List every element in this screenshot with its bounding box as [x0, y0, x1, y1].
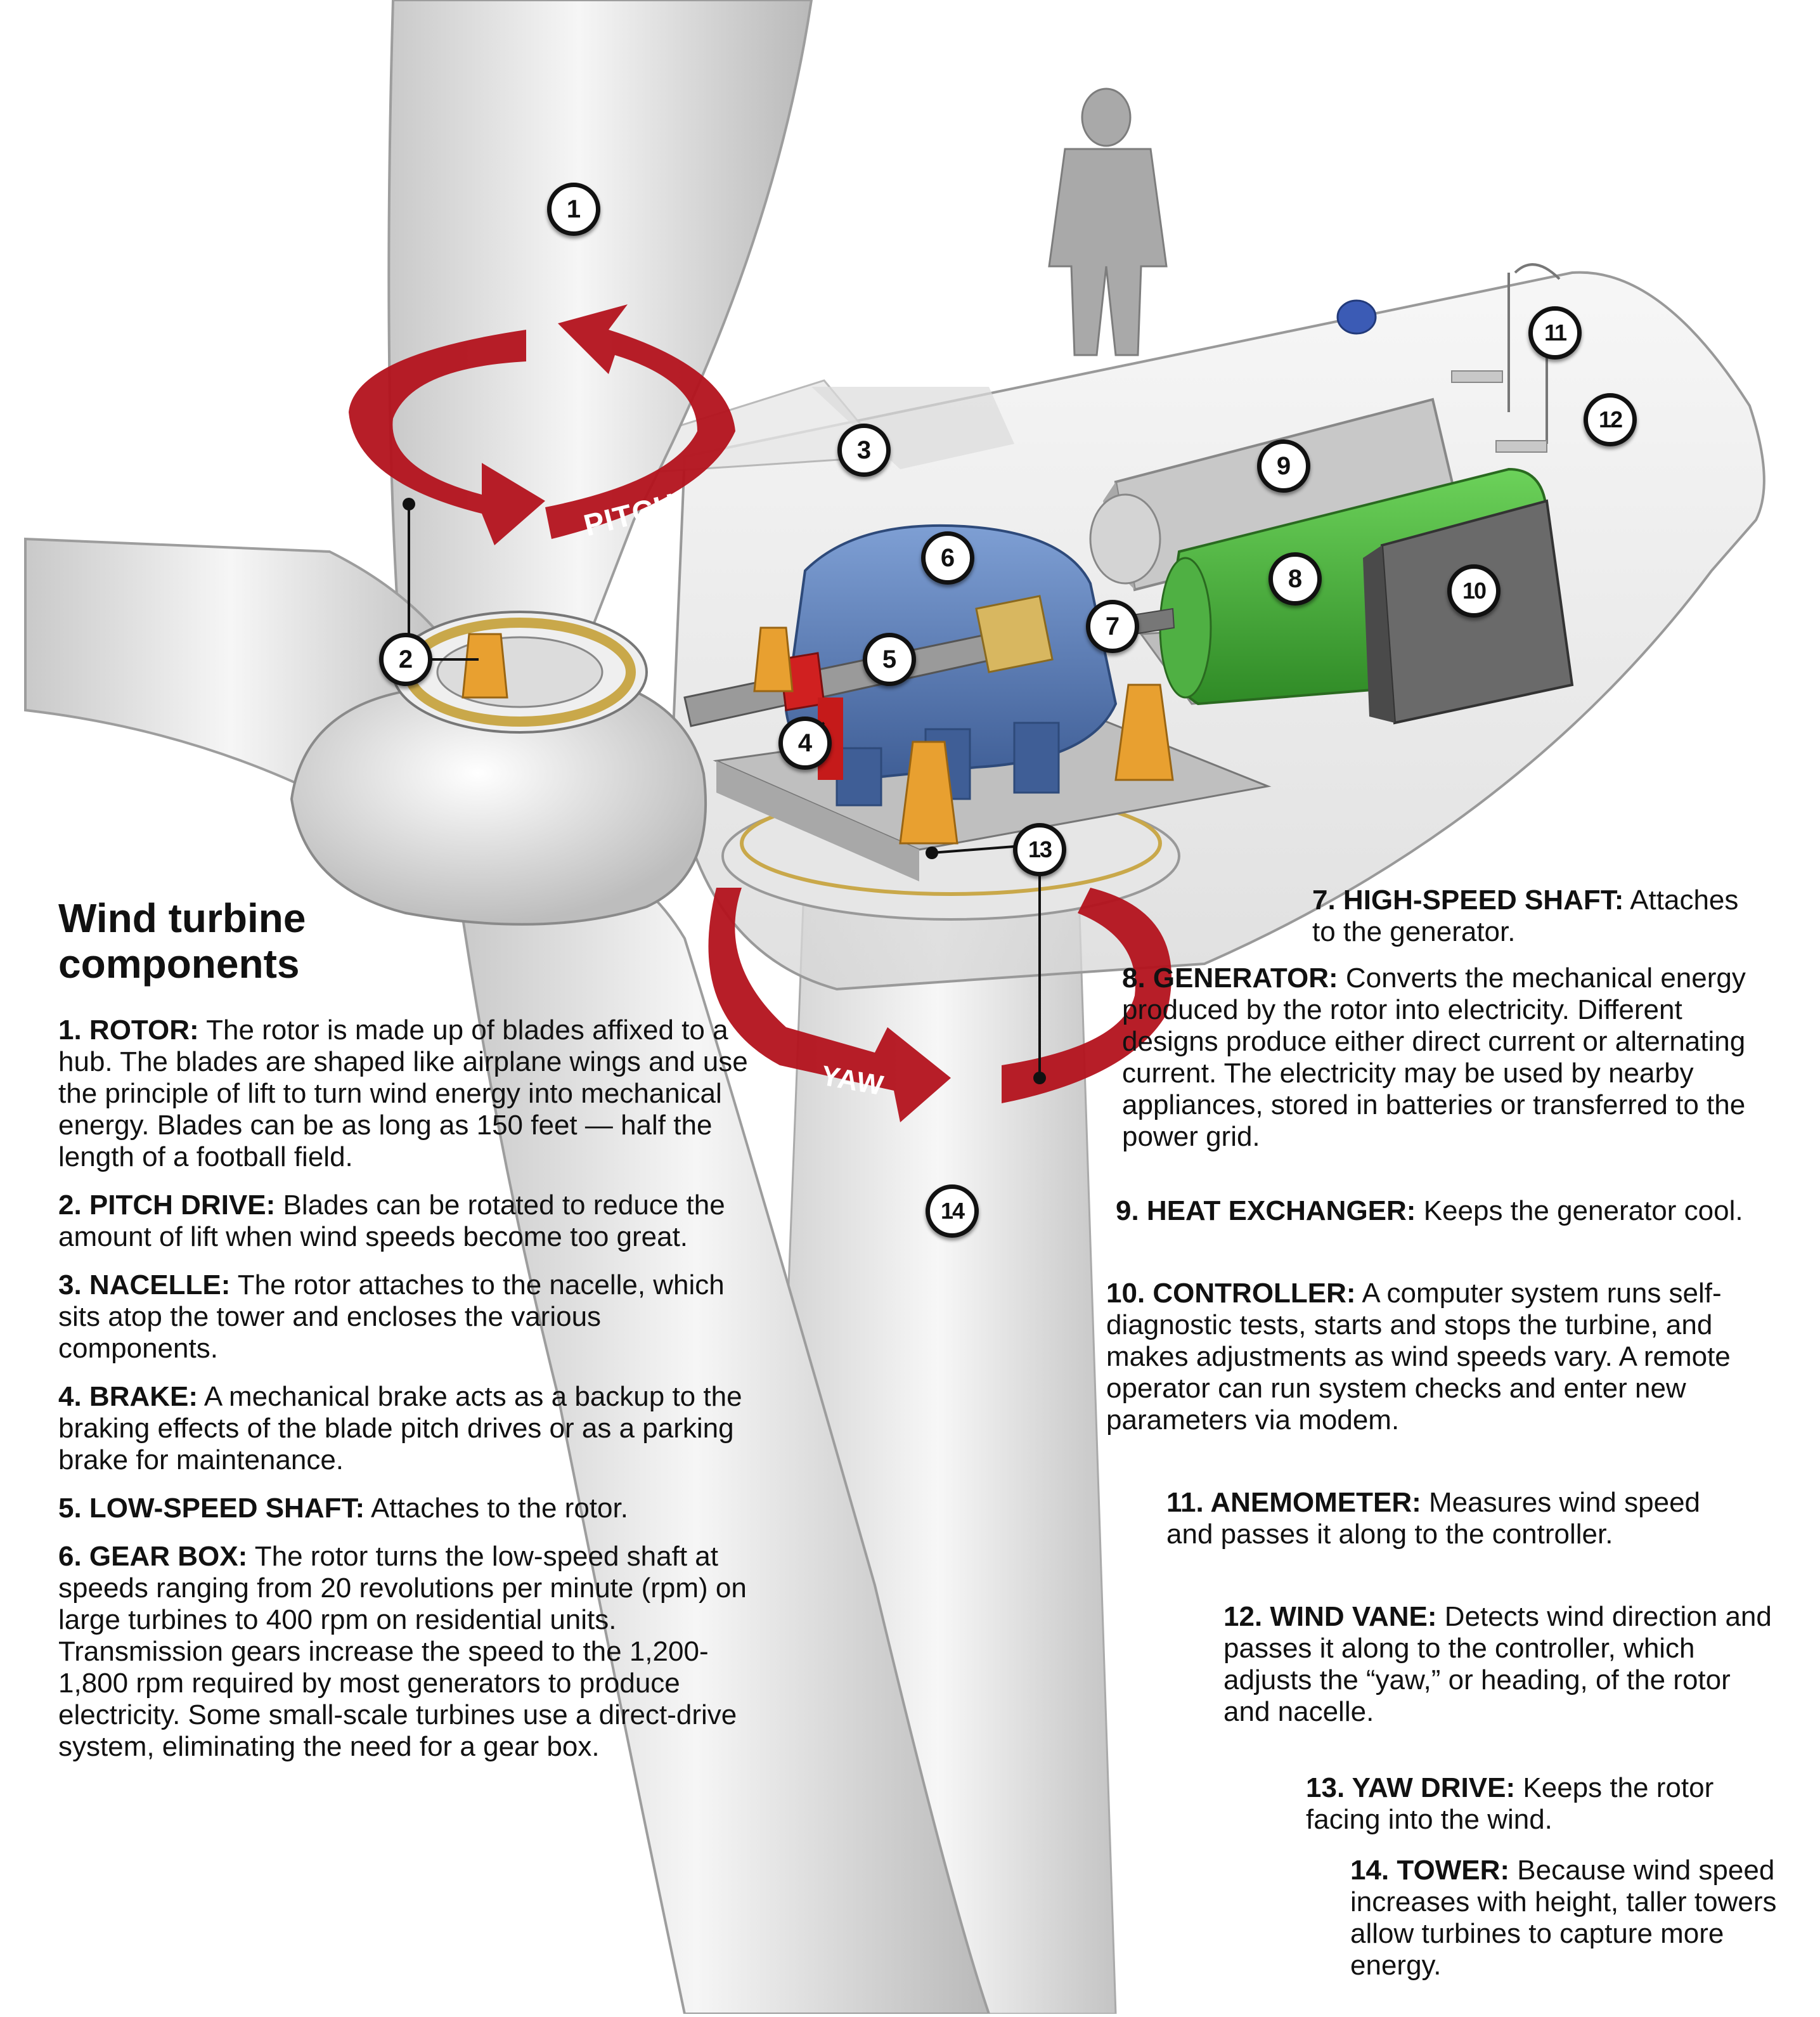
callout-3: 3 — [837, 424, 891, 477]
callout-14: 14 — [926, 1184, 979, 1238]
item-gear-box: 6. GEAR BOX: The rotor turns the low-spe… — [58, 1541, 747, 1762]
item-wind-vane: 12. WIND VANE: Detects wind direction an… — [1223, 1601, 1772, 1727]
item-anemometer: 11. ANEMOMETER: Measures wind speed and … — [1166, 1487, 1701, 1550]
pitch-arrow — [349, 330, 545, 545]
title-line-1: Wind turbine — [58, 895, 306, 941]
item-high-speed-shaft: 7. HIGH-SPEED SHAFT: Attaches to the gen… — [1312, 885, 1739, 947]
callout-4: 4 — [778, 717, 832, 770]
hub — [290, 670, 707, 926]
item-pitch-drive: 2. PITCH DRIVE: Blades can be rotated to… — [58, 1190, 725, 1252]
rotor-blade-bottom — [455, 852, 991, 2015]
callout-12: 12 — [1584, 393, 1637, 446]
yaw-drive-motors — [753, 626, 1174, 845]
anemometer-mast — [1507, 263, 1561, 444]
callout-7: 7 — [1086, 600, 1139, 653]
pitch-drive-motor — [461, 633, 508, 699]
person-figure — [1048, 88, 1168, 356]
item-generator: 8. GENERATOR: Converts the mechanical en… — [1122, 963, 1746, 1152]
callout-1: 1 — [547, 183, 600, 236]
callout-8: 8 — [1268, 552, 1322, 606]
item-brake: 4. BRAKE: A mechanical brake acts as a b… — [58, 1381, 742, 1475]
diagram-title: Wind turbine components — [58, 895, 502, 987]
callout-10: 10 — [1447, 564, 1501, 618]
item-yaw-drive: 13. YAW DRIVE: Keeps the rotor facing in… — [1306, 1772, 1714, 1835]
item-heat-exchanger: 9. HEAT EXCHANGER: Keeps the generator c… — [1116, 1195, 1743, 1226]
item-nacelle: 3. NACELLE: The rotor attaches to the na… — [58, 1269, 725, 1364]
item-controller: 10. CONTROLLER: A computer system runs s… — [1106, 1278, 1731, 1436]
item-tower: 14. TOWER: Because wind speed increases … — [1350, 1855, 1777, 1981]
left-component-list: 1. ROTOR: The rotor is made up of blades… — [58, 1015, 749, 1779]
yaw-arrow — [708, 888, 951, 1122]
item-low-speed-shaft: 5. LOW-SPEED SHAFT: Attaches to the roto… — [58, 1493, 628, 1524]
callout-9: 9 — [1257, 439, 1310, 493]
callout-13: 13 — [1013, 823, 1066, 876]
callout-6: 6 — [921, 531, 974, 585]
callout-11: 11 — [1528, 306, 1582, 360]
warning-beacon — [1336, 299, 1377, 335]
coupling — [975, 595, 1054, 673]
item-rotor: 1. ROTOR: The rotor is made up of blades… — [58, 1015, 748, 1172]
callout-5: 5 — [863, 633, 916, 686]
title-line-2: components — [58, 941, 300, 987]
callout-2: 2 — [379, 633, 432, 686]
